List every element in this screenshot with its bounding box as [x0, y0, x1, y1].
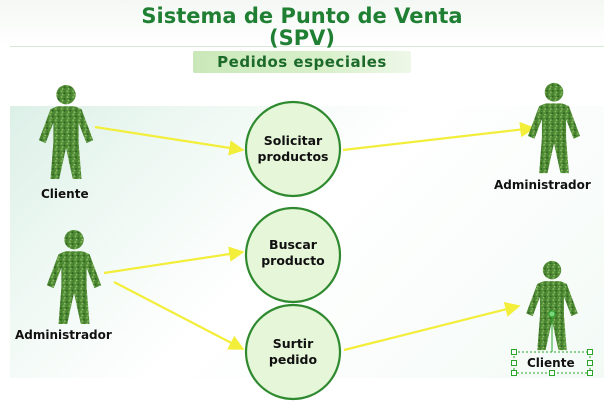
use-case-label-solicitar-productos: Solicitar productos — [243, 133, 343, 165]
resize-handle-mid-left[interactable] — [511, 360, 517, 366]
use-case-label-line-1: Surtir — [272, 336, 314, 351]
resize-handle-bottom-center[interactable] — [549, 370, 555, 376]
resize-handle-top-left[interactable] — [511, 349, 517, 355]
title-area-background — [0, 0, 604, 46]
actor-administrador-left-icon — [46, 229, 102, 325]
actor-label-administrador-right: Administrador — [494, 178, 591, 192]
association-administrador-surtir — [113, 281, 245, 350]
actor-administrador-right-icon — [527, 82, 581, 174]
use-case-solicitar-productos[interactable] — [244, 100, 342, 198]
slide-title-line-1: Sistema de Punto de Venta — [141, 4, 463, 28]
use-case-label-buscar-producto: Buscar producto — [243, 237, 343, 269]
use-case-label-surtir-pedido: Surtir pedido — [243, 336, 343, 368]
association-surtir-cliente — [343, 301, 521, 352]
resize-handle-top-right[interactable] — [587, 349, 593, 355]
slide-subtitle: Pedidos especiales — [217, 53, 387, 71]
actor-label-cliente-left: Cliente — [41, 187, 89, 201]
subtitle-bar — [193, 51, 411, 73]
title-divider — [10, 46, 604, 47]
resize-handle-bottom-right[interactable] — [587, 370, 593, 376]
actor-label-administrador-left: Administrador — [15, 328, 112, 342]
resize-handle-bottom-left[interactable] — [511, 370, 517, 376]
association-cliente-solicitar — [94, 125, 245, 156]
resize-handle-mid-right[interactable] — [587, 360, 593, 366]
use-case-label-line-1: Buscar — [269, 237, 317, 252]
actor-label-cliente-right[interactable]: Cliente — [527, 356, 575, 370]
association-administrador-buscar — [103, 246, 245, 275]
rotation-handle-icon[interactable] — [548, 310, 556, 318]
use-case-label-line-2: pedido — [268, 352, 318, 367]
use-case-surtir-pedido[interactable] — [244, 303, 342, 401]
use-case-label-line-2: producto — [261, 253, 325, 268]
use-case-label-line-1: Solicitar — [263, 133, 323, 148]
use-case-buscar-producto[interactable] — [244, 206, 342, 304]
slide-title-line-2: (SPV) — [269, 26, 335, 50]
association-solicitar-administrador — [342, 121, 536, 152]
actor-cliente-left-icon — [38, 84, 94, 180]
use-case-label-line-2: productos — [257, 149, 329, 164]
